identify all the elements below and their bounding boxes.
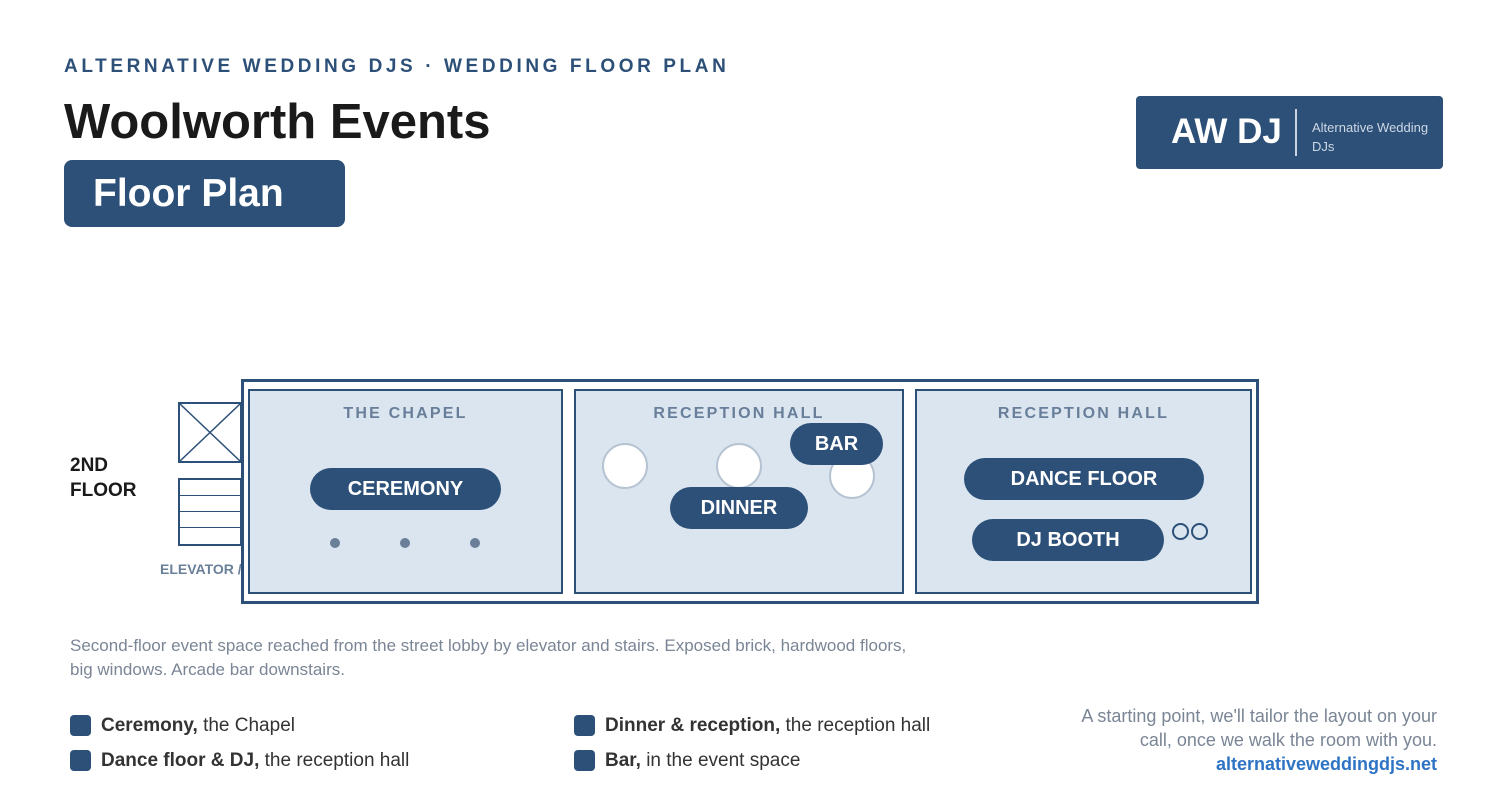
venue-description: Second-floor event space reached from th… bbox=[70, 636, 907, 679]
logo-divider bbox=[1295, 109, 1297, 156]
dinner-table bbox=[716, 443, 762, 489]
speaker-icon bbox=[1191, 523, 1208, 540]
dance-floor-zone: DANCE FLOOR bbox=[964, 458, 1204, 500]
ceremony-zone: CEREMONY bbox=[310, 468, 501, 510]
dinner-table bbox=[602, 443, 648, 489]
legend-bold: Bar, bbox=[605, 750, 641, 771]
logo-mark: AW DJ bbox=[1171, 112, 1282, 151]
room-label-reception-hall: RECEPTION HALL bbox=[653, 405, 825, 422]
speaker-icon bbox=[1172, 523, 1189, 540]
room-label-chapel: THE CHAPEL bbox=[343, 405, 468, 422]
legend-bold: Ceremony, bbox=[101, 715, 198, 736]
legend-rest: the reception hall bbox=[264, 750, 410, 771]
website-link[interactable]: alternativeweddingdjs.net bbox=[1215, 754, 1437, 774]
elevator-stairs-label: ELEVATOR / STAIRS bbox=[160, 561, 242, 577]
page-title: Woolworth Events bbox=[64, 95, 491, 149]
stairs-icon bbox=[178, 478, 242, 546]
legend-rest: the Chapel bbox=[203, 715, 295, 736]
bar-zone: BAR bbox=[790, 423, 883, 465]
legend-swatch bbox=[70, 750, 91, 771]
floor-label: 2ND FLOOR bbox=[70, 455, 137, 501]
logo-tagline: Alternative Wedding DJs bbox=[1312, 120, 1429, 154]
legend-swatch bbox=[574, 750, 595, 771]
brand-logo: AW DJ Alternative Wedding DJs bbox=[1136, 96, 1443, 169]
floor-plan-pill: Floor Plan bbox=[64, 160, 345, 227]
legend-rest: the reception hall bbox=[785, 715, 931, 736]
legend-swatch bbox=[70, 715, 91, 736]
seat-dot bbox=[400, 538, 410, 548]
footer-note: A starting point, we'll tailor the layou… bbox=[1081, 706, 1437, 750]
dj-booth-zone: DJ BOOTH bbox=[972, 519, 1164, 561]
legend-rest: in the event space bbox=[646, 750, 801, 771]
dinner-zone: DINNER bbox=[670, 487, 808, 529]
legend-bold: Dance floor & DJ, bbox=[101, 750, 260, 771]
eyebrow-heading: ALTERNATIVE WEDDING DJS · WEDDING FLOOR … bbox=[64, 56, 730, 77]
seat-dot bbox=[330, 538, 340, 548]
legend-swatch bbox=[574, 715, 595, 736]
elevator-icon bbox=[178, 402, 242, 463]
seat-dot bbox=[470, 538, 480, 548]
room-label-reception-hall: RECEPTION HALL bbox=[997, 405, 1170, 422]
legend-bold: Dinner & reception, bbox=[605, 715, 781, 736]
